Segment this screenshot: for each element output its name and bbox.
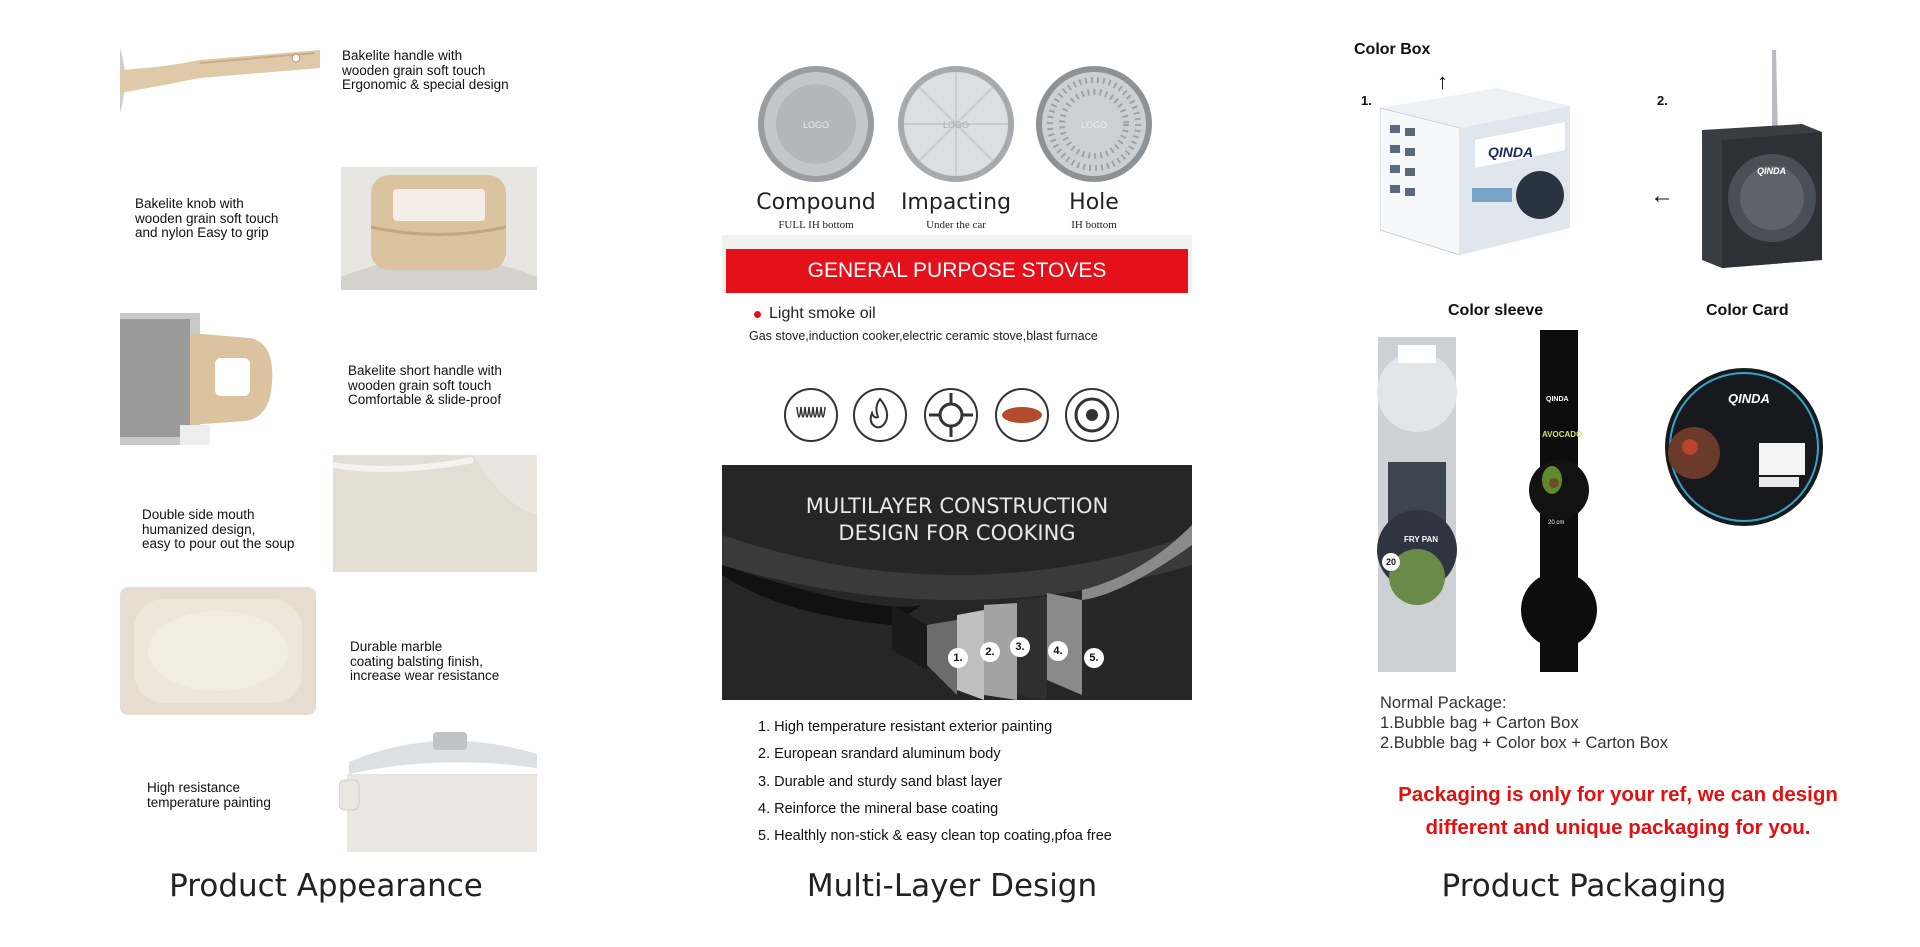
sleeve-2-label: AVOCADO	[1542, 430, 1583, 439]
gas-burner-icon	[923, 387, 979, 448]
label-color-box: Color Box	[1354, 41, 1431, 58]
knob-photo	[341, 167, 537, 290]
color-box-2-brand: QINDA	[1757, 166, 1786, 176]
feature-text-knob: Bakelite knob with wooden grain soft tou…	[135, 196, 279, 240]
marble-coating-photo	[120, 587, 316, 715]
number-2: 2.	[1657, 93, 1668, 108]
logo-text: LOGO	[1081, 120, 1107, 130]
ref-note-line-2: different and unique packaging for you.	[1425, 816, 1811, 839]
construction-title: MULTILAYER CONSTRUCTION DESIGN FOR COOKI…	[805, 494, 1109, 545]
color-box-2-image: QINDA	[1702, 50, 1822, 270]
flame-icon	[852, 387, 908, 448]
caption-multilayer-design: Multi-Layer Design	[806, 868, 1098, 904]
bullet-text: Light smoke oil	[769, 305, 876, 322]
layer-number-3: 3.	[1010, 637, 1030, 657]
bottom-disc-impacting: LOGO	[896, 64, 1016, 184]
short-handle-photo	[120, 313, 275, 445]
normal-package-line-2: 2.Bubble bag + Color box + Carton Box	[1380, 734, 1669, 752]
bottom-sub-hole: IH bottom	[1071, 219, 1117, 231]
layer-item-4: 4. Reinforce the mineral base coating	[758, 801, 999, 817]
sleeve-2-size: 20 cm	[1548, 520, 1565, 526]
layer-item-3: 3. Durable and sturdy sand blast layer	[758, 774, 1003, 790]
double-mouth-photo	[333, 455, 537, 572]
bottom-disc-hole: LOGO	[1034, 64, 1154, 184]
bottom-title-compound: Compound	[756, 190, 876, 215]
logo-text: LOGO	[943, 120, 969, 130]
label-color-card: Color Card	[1706, 302, 1789, 319]
color-box-image: QINDA	[1379, 80, 1575, 256]
bottom-title-impacting: Impacting	[900, 190, 1012, 215]
color-box-brand: QINDA	[1488, 144, 1534, 160]
bottom-title-hole: Hole	[1069, 190, 1119, 215]
induction-coil-icon	[783, 387, 839, 448]
caption-product-packaging: Product Packaging	[1441, 868, 1727, 904]
hob-ring-icon	[1064, 387, 1120, 448]
feature-text-marble: Durable marble coating balsting finish, …	[350, 639, 500, 683]
bullet-dot	[754, 311, 761, 318]
stove-types-text: Gas stove,induction cooker,electric cera…	[749, 329, 1098, 343]
feature-text-handle: Bakelite handle with wooden grain soft t…	[342, 48, 509, 92]
normal-package-line-1: 1.Bubble bag + Carton Box	[1380, 714, 1579, 732]
multilayer-construction-image: MULTILAYER CONSTRUCTION DESIGN FOR COOKI…	[722, 465, 1192, 700]
color-card-image: QINDA	[1664, 363, 1824, 531]
layer-number-1: 1.	[948, 648, 968, 668]
layer-item-1: 1. High temperature resistant exterior p…	[758, 719, 1053, 735]
ceramic-plate-icon	[994, 387, 1050, 448]
layer-number-5: 5.	[1084, 648, 1104, 668]
number-1: 1.	[1361, 93, 1372, 108]
arrow-left-icon: ←	[1650, 182, 1674, 209]
color-sleeve-1-image: FRY PAN 20	[1374, 337, 1460, 672]
sleeve-1-size: 20	[1382, 553, 1400, 571]
bottom-sub-impacting: Under the car	[926, 219, 986, 231]
feature-text-painting: High resistance temperature painting	[147, 780, 271, 810]
caption-product-appearance: Product Appearance	[169, 868, 483, 904]
label-color-sleeve: Color sleeve	[1448, 302, 1544, 319]
layer-number-4: 4.	[1048, 641, 1068, 661]
normal-package-title: Normal Package:	[1380, 694, 1507, 712]
general-stoves-banner: GENERAL PURPOSE STOVES	[722, 235, 1192, 293]
pot-photo	[339, 724, 537, 852]
sleeve-1-label: FRY PAN	[1404, 535, 1439, 544]
layer-number-2: 2.	[980, 642, 1000, 662]
feature-text-short-handle: Bakelite short handle with wooden grain …	[348, 363, 502, 407]
feature-text-double-mouth: Double side mouth humanized design, easy…	[142, 507, 295, 551]
layer-item-2: 2. European srandard aluminum body	[758, 746, 1001, 762]
handle-photo	[120, 38, 320, 113]
layer-item-5: 5. Healthly non-stick & easy clean top c…	[758, 828, 1112, 844]
color-card-brand: QINDA	[1728, 391, 1770, 406]
ref-note-line-1: Packaging is only for your ref, we can d…	[1398, 783, 1838, 806]
arrow-up-icon: ↑	[1437, 69, 1448, 94]
bottom-disc-compound: LOGO	[756, 64, 876, 184]
bottom-sub-compound: FULL IH bottom	[778, 219, 854, 231]
logo-text: LOGO	[803, 120, 829, 130]
sleeve-2-brand: QINDA	[1546, 396, 1569, 403]
banner-red-bar: GENERAL PURPOSE STOVES	[726, 249, 1188, 293]
color-sleeve-2-image: QINDA AVOCADO 20 cm	[1520, 330, 1598, 672]
